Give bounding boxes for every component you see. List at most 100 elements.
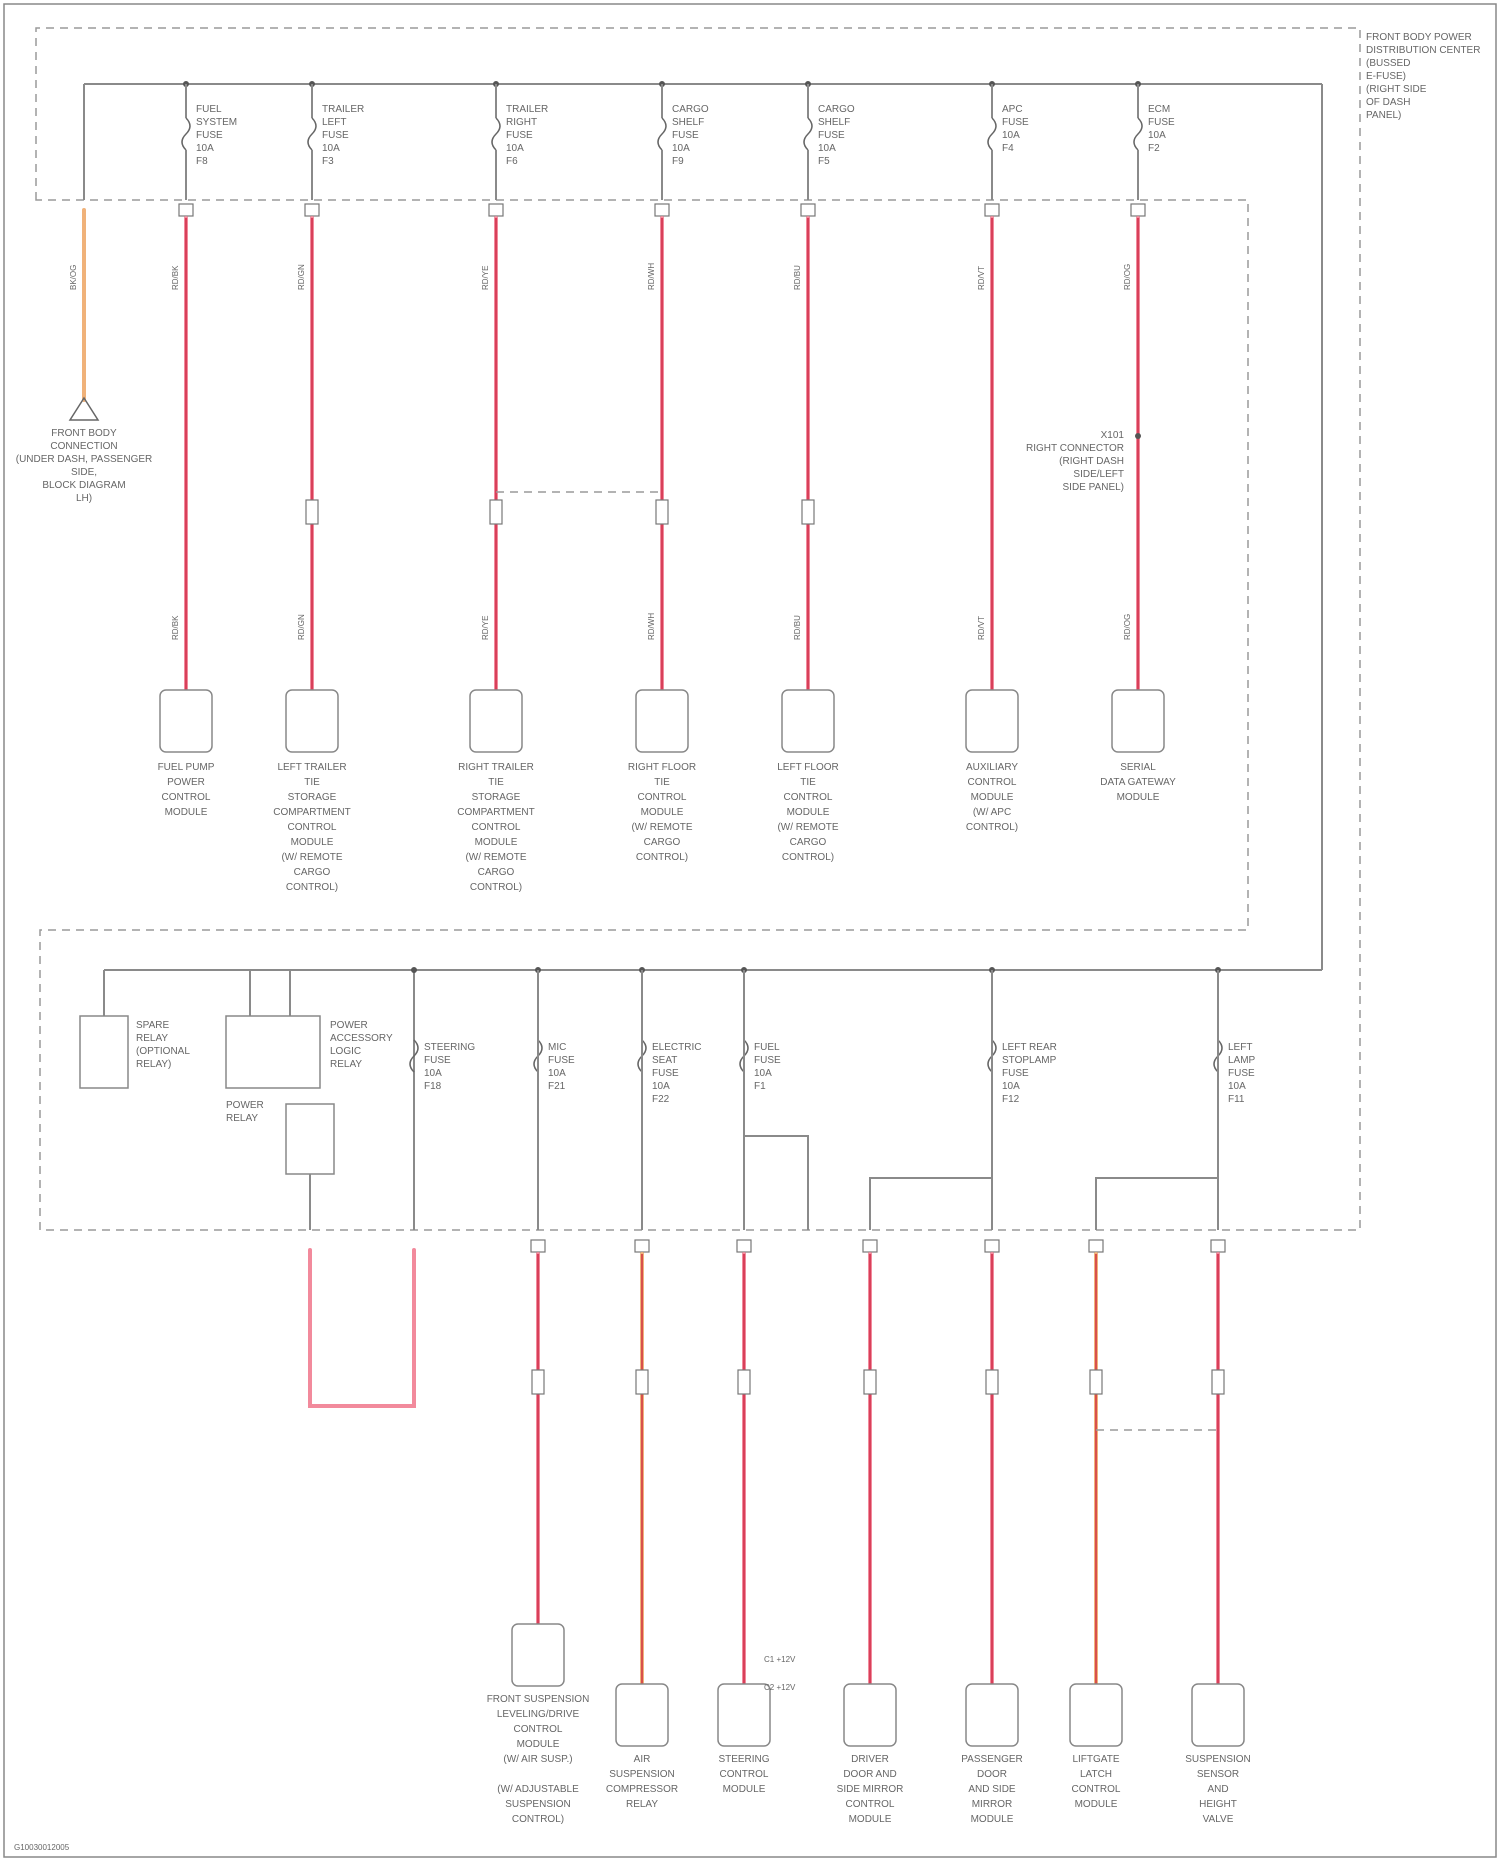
component-label-1-7: CARGO (294, 867, 331, 878)
lower-component-label-3-1: DOOR AND (843, 1769, 896, 1780)
lower-inline-connector-5 (1090, 1370, 1102, 1394)
lower-component-label-2-2: MODULE (723, 1784, 766, 1795)
fuse-label-4-2: FUSE (818, 130, 845, 141)
component-label-3-3: MODULE (641, 807, 684, 818)
wire-code-4: RD/BU (793, 265, 802, 290)
splice-note-1: RIGHT CONNECTOR (1026, 443, 1124, 454)
fuse-label-2-4: F6 (506, 156, 518, 167)
lower-component-label-1-2: COMPRESSOR (606, 1784, 678, 1795)
component-label-1-0: LEFT TRAILER (277, 762, 346, 773)
upper-branch-4: CARGOSHELFFUSE10AF5RD/BURD/BULEFT FLOORT… (777, 81, 855, 863)
relay-loop-wire (310, 1250, 414, 1406)
lower-fuse-label-0-3: F18 (424, 1081, 442, 1092)
component-label-1-4: CONTROL (288, 822, 337, 833)
lower-component-label-4-0: PASSENGER (961, 1754, 1023, 1765)
component-label-3-6: CONTROL) (636, 852, 688, 863)
lower-pin-3 (863, 1240, 877, 1252)
header-label-0: FRONT BODY POWER (1366, 32, 1472, 43)
connector-pin-5 (985, 204, 999, 216)
component-label-2-1: TIE (488, 777, 504, 788)
component-label-4-5: CARGO (790, 837, 827, 848)
upper-branch-3: CARGOSHELFFUSE10AF9RD/WHRD/WHRIGHT FLOOR… (628, 81, 709, 863)
wire-code-lower-5: RD/VT (977, 616, 986, 640)
lower-fuse-label-3-2: 10A (754, 1068, 772, 1079)
lower-component-label-3-3: CONTROL (846, 1799, 895, 1810)
component-label-2-3: COMPARTMENT (457, 807, 534, 818)
lower-component-3 (844, 1684, 896, 1746)
lower-component-label-1-1: SUSPENSION (609, 1769, 675, 1780)
lower-component-label-6-2: AND (1207, 1784, 1228, 1795)
component-5 (966, 690, 1018, 752)
fuse-label-0-2: FUSE (196, 130, 223, 141)
lower-component-label-1-3: RELAY (626, 1799, 658, 1810)
fuse-label-3-0: CARGO (672, 104, 709, 115)
lower-inline-connector-4 (986, 1370, 998, 1394)
lower-fuse-label-4-0: LEFT REAR (1002, 1042, 1057, 1053)
relay-power: POWER RELAY (226, 1100, 334, 1230)
lower-component-label-3-2: SIDE MIRROR (837, 1784, 904, 1795)
component-label-1-6: (W/ REMOTE (281, 852, 342, 863)
lower-component-label-6-3: HEIGHT (1199, 1799, 1237, 1810)
lower-component-group-1: AIRSUSPENSIONCOMPRESSORRELAY (606, 1240, 678, 1810)
ground-label-4: BLOCK DIAGRAM (42, 480, 125, 491)
lower-component-label-0-6: (W/ ADJUSTABLE (497, 1784, 579, 1795)
splice-note-0: X101 (1101, 430, 1125, 441)
component-label-2-7: CARGO (478, 867, 515, 878)
lower-component-label-0-4: (W/ AIR SUSP.) (503, 1754, 572, 1765)
lower-pin-4 (985, 1240, 999, 1252)
component-label-5-3: (W/ APC (973, 807, 1011, 818)
lower-component-group-2: STEERINGCONTROLMODULE (718, 1240, 770, 1795)
lower-fuse-label-2-1: SEAT (652, 1055, 677, 1066)
relay-accessory-logic-box (226, 1016, 320, 1088)
component-label-1-5: MODULE (291, 837, 334, 848)
wire-code-3: RD/WH (647, 263, 656, 290)
header-label-3: E-FUSE) (1366, 71, 1406, 82)
fuse-label-6-3: F2 (1148, 143, 1160, 154)
component-label-1-2: STORAGE (288, 792, 337, 803)
lower-fuse-label-2-3: 10A (652, 1081, 670, 1092)
lower-component-label-5-0: LIFTGATE (1072, 1754, 1119, 1765)
component-label-2-4: CONTROL (472, 822, 521, 833)
relay-spare-label-2: (OPTIONAL (136, 1046, 190, 1057)
relay-accessory-logic: POWER ACCESSORY LOGIC RELAY (226, 970, 393, 1088)
connector-pin-2 (489, 204, 503, 216)
upper-branch-5: APCFUSE10AF4RD/VTRD/VTAUXILIARYCONTROLMO… (966, 81, 1029, 833)
split-stoplamp (870, 1178, 992, 1230)
lower-component-1 (616, 1684, 668, 1746)
component-label-0-2: CONTROL (162, 792, 211, 803)
relay-accessory-label-2: LOGIC (330, 1046, 361, 1057)
fuse-label-1-1: LEFT (322, 117, 346, 128)
wire-code-0: RD/BK (171, 265, 180, 290)
connector-pin-3 (655, 204, 669, 216)
component-label-2-5: MODULE (475, 837, 518, 848)
header-label-2: (BUSSED (1366, 58, 1410, 69)
header-label-6: PANEL) (1366, 110, 1401, 121)
lower-component-label-6-4: VALVE (1203, 1814, 1234, 1825)
fuse-label-5-2: 10A (1002, 130, 1020, 141)
lower-fuse-label-4-3: 10A (1002, 1081, 1020, 1092)
component-label-2-6: (W/ REMOTE (465, 852, 526, 863)
relay-spare-label-3: RELAY) (136, 1059, 171, 1070)
component-label-3-1: TIE (654, 777, 670, 788)
fuse-label-6-0: ECM (1148, 104, 1170, 115)
lower-fuse-label-5-3: 10A (1228, 1081, 1246, 1092)
ground-label-2: (UNDER DASH, PASSENGER (16, 454, 153, 465)
lower-component-label-5-2: CONTROL (1072, 1784, 1121, 1795)
wire-code-lower-4: RD/BU (793, 615, 802, 640)
lower-component-label-4-3: MIRROR (972, 1799, 1013, 1810)
lower-component-label-4-1: DOOR (977, 1769, 1007, 1780)
fuse-icon-1 (308, 118, 316, 150)
connector-pin-1 (305, 204, 319, 216)
inline-connector-1 (306, 500, 318, 524)
connector-pin-6 (1131, 204, 1145, 216)
lower-component-label-0-2: CONTROL (514, 1724, 563, 1735)
component-label-5-2: MODULE (971, 792, 1014, 803)
component-label-0-1: POWER (167, 777, 205, 788)
fuse-label-4-3: 10A (818, 143, 836, 154)
lower-component-label-0-0: FRONT SUSPENSION (487, 1694, 590, 1705)
component-label-1-8: CONTROL) (286, 882, 338, 893)
fuse-icon-0 (182, 118, 190, 150)
fuse-label-0-1: SYSTEM (196, 117, 237, 128)
lower-branches: STEERINGFUSE10AF18MICFUSE10AF21ELECTRICS… (410, 967, 1256, 1825)
